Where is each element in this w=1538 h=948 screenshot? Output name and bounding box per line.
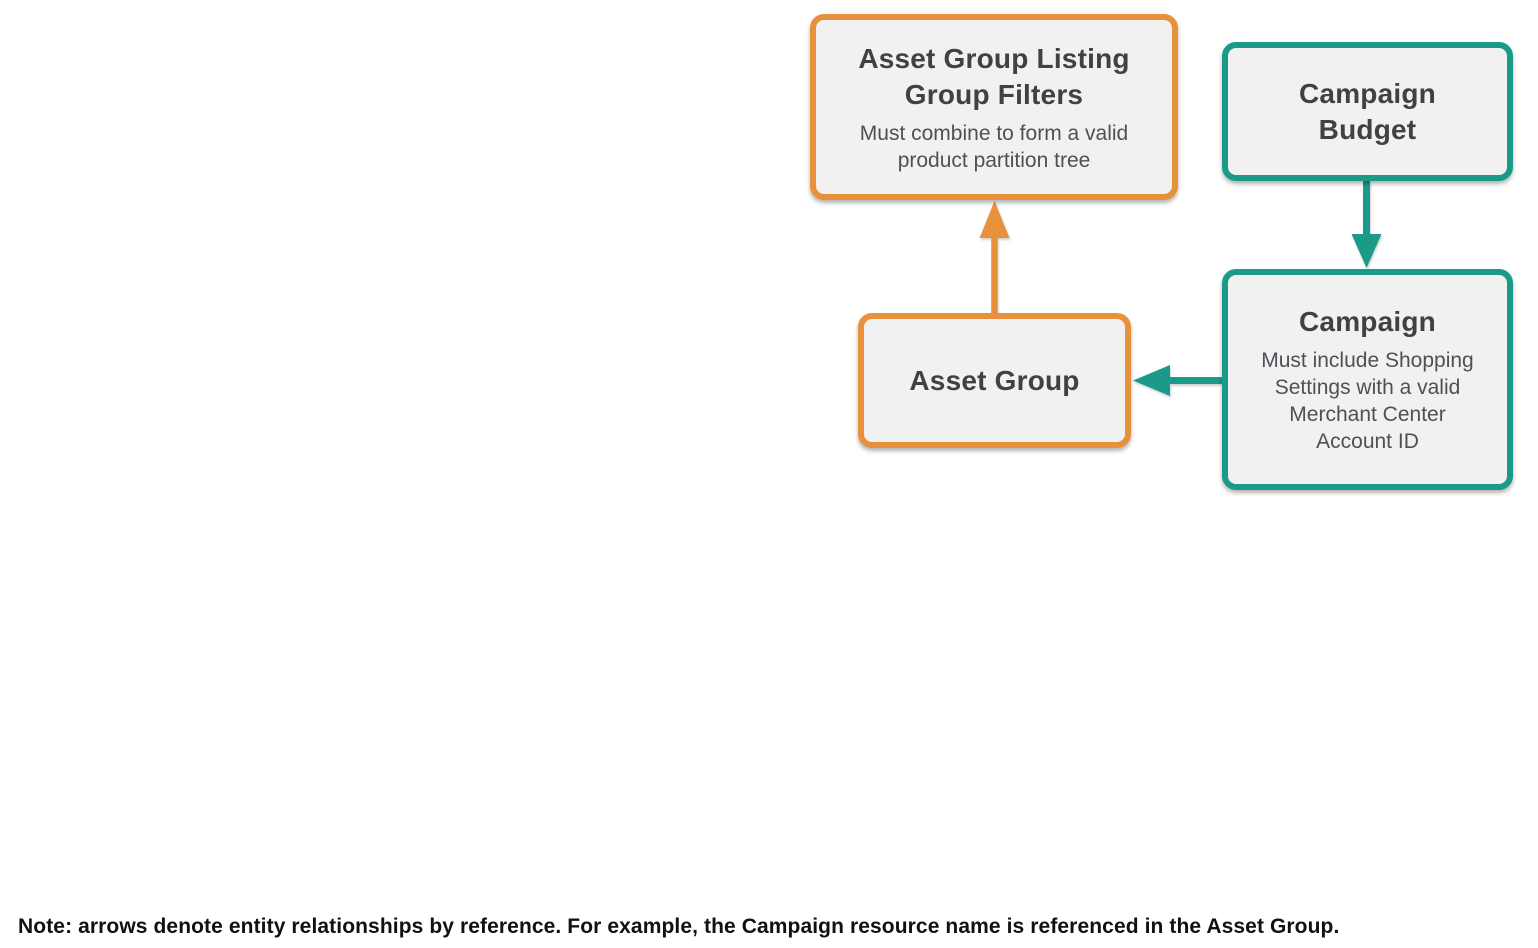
node-asset-group-listing-group-filters: Asset Group Listing Group Filters Must c…: [810, 14, 1178, 200]
node-subtitle: Must include Shopping Settings with a va…: [1261, 349, 1474, 453]
node-campaign: Campaign Must include Shopping Settings …: [1222, 269, 1513, 490]
node-title: Campaign Budget: [1299, 77, 1436, 145]
node-campaign-budget: Campaign Budget: [1222, 42, 1513, 181]
node-title: Asset Group: [909, 364, 1080, 396]
arrow-asset-group-to-filters: [979, 201, 1010, 313]
node-subtitle: Must combine to form a valid product par…: [859, 121, 1129, 172]
node-title: Campaign: [1299, 306, 1436, 337]
node-title: Asset Group Listing Group Filters: [858, 42, 1130, 110]
arrow-campaign-to-asset-group: [1133, 365, 1222, 396]
diagram-note: Note: arrows denote entity relationships…: [18, 915, 1340, 938]
arrow-campaign-budget-to-campaign: [1351, 180, 1382, 268]
node-asset-group: Asset Group: [858, 313, 1131, 448]
